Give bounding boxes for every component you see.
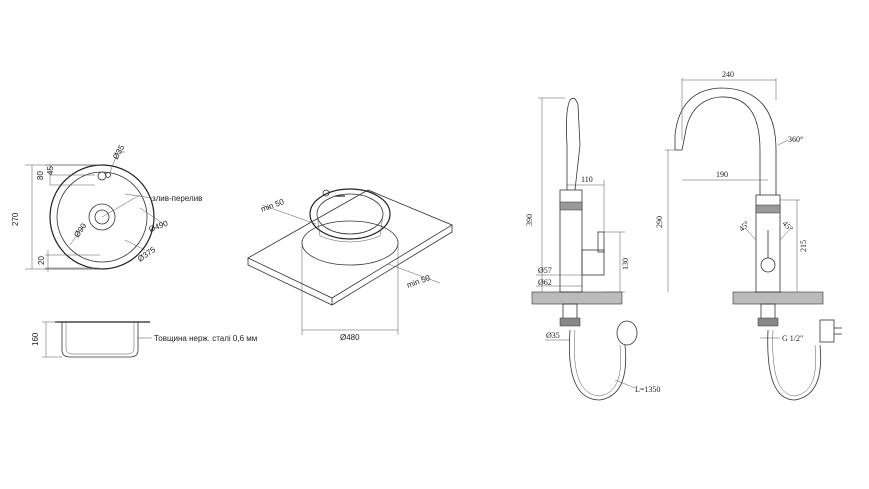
dim-190: 190 — [716, 170, 728, 179]
dim-d490: Ø490 — [148, 219, 170, 234]
dim-215: 215 — [799, 240, 808, 252]
sink-top-view: 270 80 45 Ø35 злив-перелив Ø490 Ø90 20 Ø… — [11, 143, 202, 272]
dim-110: 110 — [581, 175, 593, 184]
dim-45-left: 45° — [737, 219, 751, 233]
faucet-front-view: 240 360° 190 290 45° 45° 215 G 1/2" — [655, 70, 842, 401]
overflow-hole — [97, 171, 107, 181]
dim-d35-faucet: Ø35 — [546, 331, 560, 340]
sink-isometric-view: min 50 min 50 Ø480 — [247, 188, 453, 342]
dim-130: 130 — [621, 258, 630, 270]
faucet-hole — [105, 172, 111, 178]
sink-side-view: 160 Товщина нерж. сталі 0,6 мм — [31, 321, 257, 358]
dim-80: 80 — [36, 171, 45, 180]
dim-45-right: 45° — [781, 219, 795, 233]
dim-d90: Ø90 — [72, 221, 88, 239]
dim-min50-bottom: min 50 — [406, 273, 432, 290]
dim-360-deg: 360° — [788, 135, 803, 144]
dim-hose-length: L=1350 — [635, 385, 660, 394]
dim-290: 290 — [655, 216, 664, 228]
faucet-side-view: 390 110 130 Ø57 Ø62 Ø35 L=1350 — [525, 97, 660, 401]
dim-g-half: G 1/2" — [782, 334, 803, 343]
dim-d57: Ø57 — [538, 266, 552, 275]
dim-min50-top: min 50 — [260, 197, 286, 214]
dim-390: 390 — [525, 214, 534, 226]
dim-20: 20 — [37, 256, 46, 265]
dim-45: 45 — [46, 166, 55, 175]
dim-d62: Ø62 — [538, 278, 552, 287]
drain-inner — [94, 209, 110, 225]
dim-d480: Ø480 — [340, 333, 360, 342]
drain-outer — [88, 203, 116, 231]
dim-160: 160 — [31, 332, 40, 346]
label-overflow: злив-перелив — [152, 194, 202, 203]
dim-240: 240 — [722, 70, 734, 79]
dim-d375: Ø375 — [136, 245, 158, 264]
dim-270: 270 — [11, 212, 20, 226]
label-thickness: Товщина нерж. сталі 0,6 мм — [154, 334, 257, 343]
